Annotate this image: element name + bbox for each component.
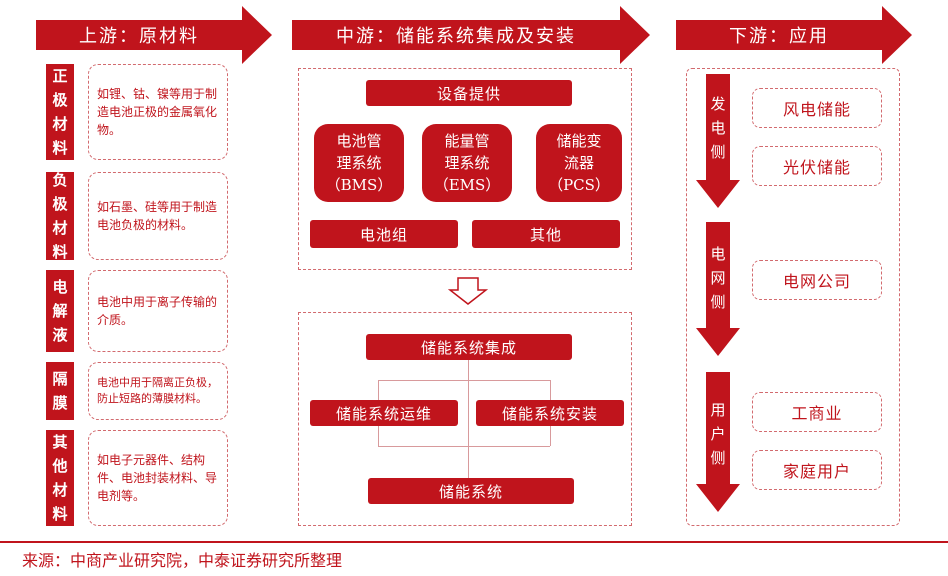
material-label: 正 极 材 料 xyxy=(46,64,74,160)
downstream-panel xyxy=(686,68,900,526)
system-ems: 能量管 理系统 （EMS） xyxy=(422,124,512,202)
downstream-header: 下游：应用 xyxy=(729,26,829,47)
midstream-header-arrow: 中游：储能系统集成及安装 xyxy=(292,6,650,64)
integration-ops: 储能系统运维 xyxy=(310,400,458,426)
connector-line xyxy=(468,360,469,478)
grid-side-label: 电 网 侧 xyxy=(710,245,726,311)
app-commercial-industrial: 工商业 xyxy=(752,392,882,432)
material-desc: 如石墨、硅等用于制造电池负极的材料。 xyxy=(88,172,228,260)
connector-line xyxy=(378,380,379,402)
equipment-title: 设备提供 xyxy=(366,80,572,106)
material-desc: 电池中用于隔离正负极，防止短路的薄膜材料。 xyxy=(88,362,228,420)
upstream-header: 上游：原材料 xyxy=(79,26,199,47)
app-household: 家庭用户 xyxy=(752,450,882,490)
others-box: 其他 xyxy=(472,220,620,248)
arrow-down-icon xyxy=(696,222,740,356)
equipment-panel xyxy=(298,68,632,270)
material-label: 其 他 材 料 xyxy=(46,430,74,526)
arrow-right-icon xyxy=(36,6,272,64)
material-desc: 电池中用于离子传输的介质。 xyxy=(88,270,228,352)
generation-side-label: 发 电 侧 xyxy=(710,95,726,161)
integration-system: 储能系统 xyxy=(368,478,574,504)
connector-line xyxy=(378,446,550,447)
material-label: 隔 膜 xyxy=(46,362,74,420)
app-grid-company: 电网公司 xyxy=(752,260,882,300)
arrow-down-outline-icon xyxy=(448,277,488,305)
connector-line xyxy=(378,380,550,381)
material-label: 电 解 液 xyxy=(46,270,74,352)
user-side-label: 用 户 侧 xyxy=(710,401,726,467)
arrow-down-icon xyxy=(696,74,740,208)
downstream-header-arrow: 下游：应用 xyxy=(676,6,912,64)
app-wind-storage: 风电储能 xyxy=(752,88,882,128)
system-bms: 电池管 理系统 （BMS） xyxy=(314,124,404,202)
connector-line xyxy=(378,424,379,446)
app-solar-storage: 光伏储能 xyxy=(752,146,882,186)
system-pcs: 储能变 流器 （PCS） xyxy=(536,124,622,202)
arrow-right-icon xyxy=(676,6,912,64)
connector-line xyxy=(550,380,551,402)
material-desc: 如电子元器件、结构件、电池封装材料、导电剂等。 xyxy=(88,430,228,526)
upstream-header-arrow: 上游：原材料 xyxy=(36,6,272,64)
midstream-header: 中游：储能系统集成及安装 xyxy=(336,26,576,47)
source-note: 来源：中商产业研究院，中泰证券研究所整理 xyxy=(22,551,343,570)
integration-panel xyxy=(298,312,632,526)
integration-title: 储能系统集成 xyxy=(366,334,572,360)
material-label: 负 极 材 料 xyxy=(46,171,74,261)
source-divider xyxy=(0,541,948,543)
battery-pack: 电池组 xyxy=(310,220,458,248)
connector-line xyxy=(550,424,551,446)
arrow-down-icon xyxy=(696,372,740,512)
integration-install: 储能系统安装 xyxy=(476,400,624,426)
material-desc: 如锂、钴、镍等用于制造电池正极的金属氧化物。 xyxy=(88,64,228,160)
arrow-right-icon xyxy=(292,6,650,64)
